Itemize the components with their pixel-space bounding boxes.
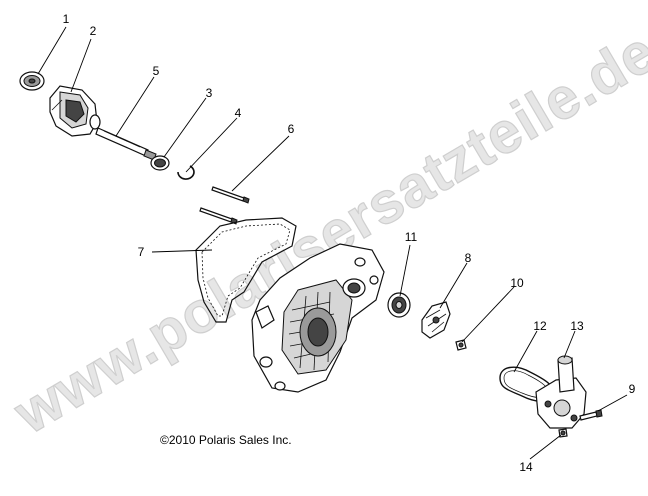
part-7-gasket xyxy=(195,217,297,323)
callout-11: 11 xyxy=(405,230,418,244)
part-11-seal xyxy=(387,292,411,318)
copyright-text: ©2010 Polaris Sales Inc. xyxy=(160,433,292,447)
callout-6: 6 xyxy=(288,122,295,136)
callout-14: 14 xyxy=(519,460,533,474)
part-1-gear xyxy=(19,71,45,91)
part-10-nut xyxy=(455,339,467,351)
callout-12: 12 xyxy=(533,319,547,333)
part-2-pump-housing xyxy=(49,85,101,137)
callout-2: 2 xyxy=(90,24,97,38)
part-4-snap-ring xyxy=(177,165,195,180)
callout-1: 1 xyxy=(63,12,70,26)
callout-10: 10 xyxy=(510,276,524,290)
part-case-cover xyxy=(251,243,385,393)
part-8-impeller xyxy=(421,301,451,339)
callout-13: 13 xyxy=(570,319,584,333)
leader-lines xyxy=(37,26,628,460)
callout-9: 9 xyxy=(629,382,636,396)
part-3-bearing xyxy=(150,155,170,171)
callout-labels: 1 2 3 4 5 6 7 8 9 10 11 12 13 14 xyxy=(63,12,636,474)
part-5-shaft xyxy=(95,127,157,161)
part-13-pump-cover xyxy=(535,355,587,429)
callout-5: 5 xyxy=(153,64,160,78)
callout-4: 4 xyxy=(235,106,242,120)
callout-7: 7 xyxy=(138,245,145,259)
callout-8: 8 xyxy=(465,251,472,265)
callout-3: 3 xyxy=(206,86,213,100)
part-6-dowel-pins xyxy=(199,186,250,225)
